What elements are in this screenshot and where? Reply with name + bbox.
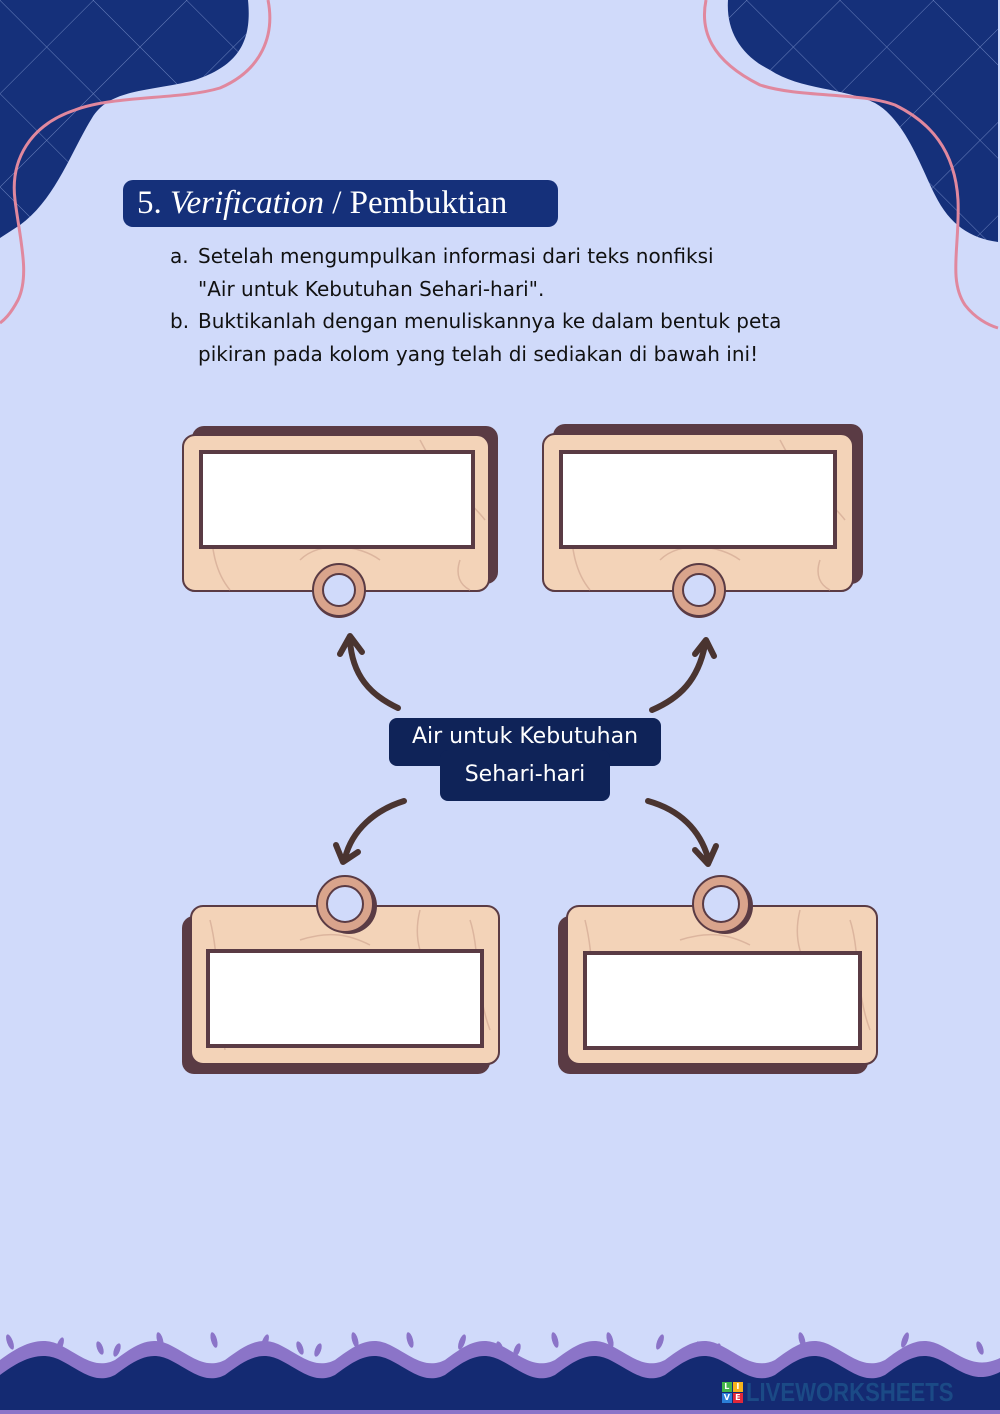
instruction-marker: b. [170, 309, 190, 333]
section-title-english: Verification [170, 185, 324, 221]
answer-field-top-left[interactable] [199, 450, 475, 549]
section-number: 5. [137, 185, 162, 221]
top-left-blob [0, 0, 249, 238]
liveworksheets-logo-icon: L I V E [721, 1382, 743, 1403]
instruction-a-continued: "Air untuk Kebutuhan Sehari-hari". [198, 276, 545, 301]
pink-line-left [0, 0, 272, 325]
top-right-blob [727, 0, 998, 242]
logo-letter: L [721, 1382, 732, 1392]
arrows [333, 633, 719, 867]
instruction-text: Setelah mengumpulkan informasi dari teks… [198, 244, 714, 268]
watermark-text: LIVEWORKSHEETS [745, 1377, 954, 1407]
title-separator: / [332, 185, 342, 221]
logo-letter: E [732, 1393, 743, 1403]
instruction-b: b. Buktikanlah dengan menuliskannya ke d… [170, 305, 830, 338]
logo-letter: I [732, 1382, 743, 1392]
bottom-waves [0, 1332, 1000, 1414]
pink-line-right [702, 0, 999, 330]
section-title-indonesian: Pembuktian [349, 185, 508, 221]
section-title: 5. Verification / Pembuktian [123, 180, 558, 227]
liveworksheets-watermark: L I V E LIVEWORKSHEETS [721, 1377, 990, 1408]
instruction-text: Buktikanlah dengan menuliskannya ke dala… [198, 309, 782, 333]
instruction-a: a. Setelah mengumpulkan informasi dari t… [170, 240, 830, 273]
center-label-box [389, 718, 661, 801]
answer-field-bottom-right[interactable] [583, 951, 862, 1050]
instruction-marker: a. [170, 244, 189, 268]
answer-field-top-right[interactable] [559, 450, 837, 549]
logo-letter: V [721, 1393, 732, 1403]
instruction-b-continued: pikiran pada kolom yang telah di sediaka… [198, 341, 759, 366]
answer-field-bottom-left[interactable] [206, 949, 484, 1048]
instructions: a. Setelah mengumpulkan informasi dari t… [170, 240, 830, 370]
